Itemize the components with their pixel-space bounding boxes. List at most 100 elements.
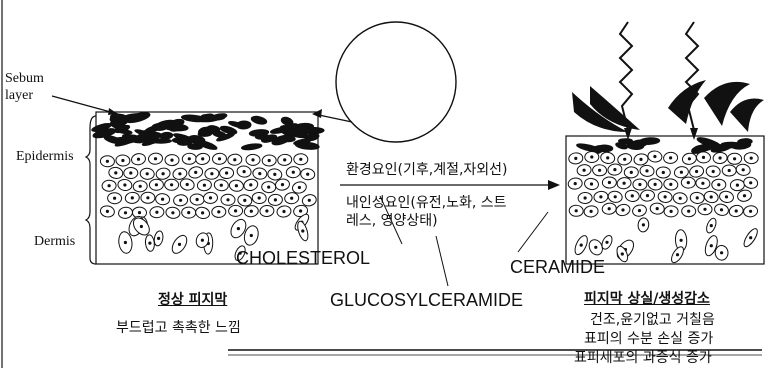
epidermis-label: Epidermis — [16, 150, 74, 164]
cell-nucleus — [656, 207, 659, 210]
sebum-flake-3 — [668, 80, 706, 124]
damaged-title: 피지막 상실/생성감소 — [584, 292, 710, 306]
damaged-line-3: 표피세포의 과증식 증가 — [574, 351, 712, 365]
cell-nucleus — [749, 210, 752, 213]
cell-nucleus — [186, 183, 189, 186]
cell-nucleus — [106, 160, 109, 163]
cell-nucleus — [621, 208, 624, 211]
cell-nucleus — [290, 197, 293, 200]
cell-nucleus — [188, 157, 191, 160]
cell-nucleus — [728, 169, 731, 172]
cell-nucleus — [750, 157, 753, 160]
cell-nucleus — [161, 198, 164, 201]
sebum-flake-5 — [730, 99, 764, 133]
damaged-sebum-remnant — [576, 136, 752, 156]
dermis-nucleus — [605, 241, 608, 244]
cell-nucleus — [203, 184, 206, 187]
dermis-nucleus — [250, 234, 253, 237]
dermis-nucleus — [680, 239, 683, 242]
sebum-streak — [206, 115, 224, 120]
cell-nucleus — [258, 196, 261, 199]
cell-nucleus — [268, 159, 271, 162]
cell-nucleus — [736, 184, 739, 187]
cell-nucleus — [623, 158, 626, 161]
dermis-nucleus — [749, 236, 752, 239]
cell-nucleus — [712, 170, 715, 173]
dermis-nucleus — [124, 241, 127, 244]
sebum-streak — [160, 132, 173, 140]
cell-nucleus — [664, 195, 667, 198]
sebum-pointer-line — [52, 96, 118, 114]
cell-nucleus — [733, 157, 736, 160]
damaged-line-1: 건조,윤기없고 거칠음 — [590, 313, 715, 327]
cell-nucleus — [233, 158, 236, 161]
cell-nucleus — [146, 196, 149, 199]
ceramide-label: CERAMIDE — [510, 258, 605, 276]
factor-arrowhead — [548, 180, 560, 190]
cell-nucleus — [210, 172, 213, 175]
environmental-factors-label: 환경요인(기후,계절,자외선) — [346, 163, 508, 177]
cell-nucleus — [131, 196, 134, 199]
cell-nucleus — [258, 172, 261, 175]
wave-tip-left — [624, 128, 632, 140]
cell-nucleus — [645, 169, 648, 172]
cell-nucleus — [292, 171, 295, 174]
cell-nucleus — [121, 159, 124, 162]
cell-nucleus — [225, 171, 228, 174]
cell-nucleus — [575, 209, 578, 212]
dermis-nucleus — [642, 223, 645, 226]
cell-nucleus — [574, 157, 577, 160]
cell-nucleus — [178, 172, 181, 175]
cell-nucleus — [243, 199, 246, 202]
dermis-nucleus — [237, 227, 240, 230]
layer-bracket — [86, 116, 96, 264]
cell-nucleus — [282, 210, 285, 213]
cell-nucleus — [243, 170, 246, 173]
cell-nucleus — [113, 197, 116, 200]
cell-nucleus — [108, 184, 111, 187]
cell-nucleus — [194, 171, 197, 174]
cell-nucleus — [669, 183, 672, 186]
dermis-nucleus — [148, 242, 151, 245]
cell-nucleus — [201, 211, 204, 214]
cell-nucleus — [234, 209, 237, 212]
cell-nucleus — [599, 195, 602, 198]
dermis-nucleus — [621, 252, 624, 255]
internal-factors-label-line1: 내인성요인(유전,노화, 스트 — [346, 196, 507, 210]
lipid-circle — [336, 22, 456, 142]
wave-tip-right — [690, 128, 698, 140]
cell-nucleus — [123, 183, 126, 186]
cell-nucleus — [670, 210, 673, 213]
cell-nucleus — [217, 210, 220, 213]
cell-nucleus — [613, 168, 616, 171]
cell-nucleus — [155, 183, 158, 186]
cell-nucleus — [106, 210, 109, 213]
cell-nucleus — [124, 211, 127, 214]
cell-nucleus — [299, 158, 302, 161]
cell-nucleus — [249, 183, 252, 186]
cell-nucleus — [251, 158, 254, 161]
cell-nucleus — [701, 182, 704, 185]
normal-title: 정상 피지막 — [158, 293, 227, 307]
dermis-nucleus — [157, 237, 160, 240]
cell-nucleus — [687, 210, 690, 213]
cell-nucleus — [306, 173, 309, 176]
cell-nucleus — [662, 171, 665, 174]
cell-nucleus — [710, 195, 713, 198]
cell-nucleus — [590, 210, 593, 213]
cell-nucleus — [218, 157, 221, 160]
cell-nucleus — [250, 210, 253, 213]
cell-nucleus — [606, 156, 609, 159]
cell-nucleus — [574, 182, 577, 185]
cell-nucleus — [114, 171, 117, 174]
dermis-nucleus — [201, 239, 204, 242]
damaged-line-2: 표피의 수분 손실 증가 — [584, 332, 713, 346]
dermis-nucleus — [178, 243, 181, 246]
cell-nucleus — [265, 209, 268, 212]
dermis-nucleus — [676, 253, 679, 256]
cell-nucleus — [703, 208, 706, 211]
normal-sebum-layer — [91, 111, 324, 152]
sebum-layer-label-line2: layer — [5, 89, 33, 103]
cell-nucleus — [590, 155, 593, 158]
cell-nucleus — [735, 209, 738, 212]
